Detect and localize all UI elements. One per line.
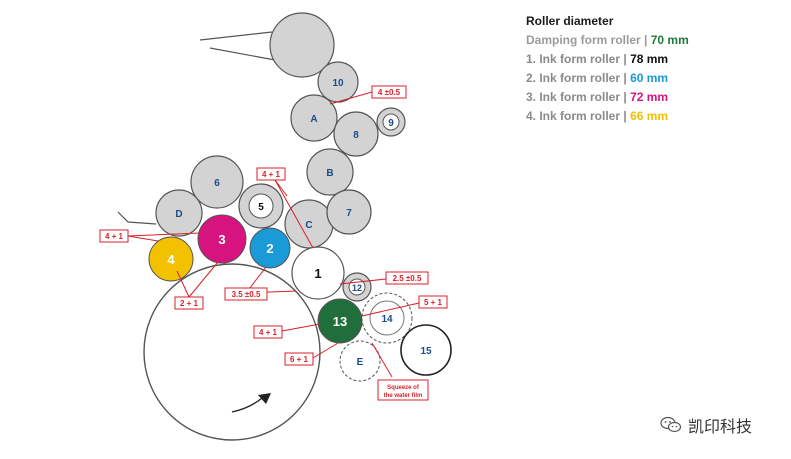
roller-label-7: 7 <box>346 208 352 219</box>
legend-value-ink-1: 78 mm <box>630 52 669 66</box>
legend-label-ink-4: 4. Ink form roller | <box>526 109 627 123</box>
roller-15 <box>400 324 452 376</box>
legend-value-damping: 70 mm <box>650 33 689 47</box>
ink-form-roller-1 <box>291 246 345 300</box>
roller-label-4: 4 <box>167 252 175 267</box>
dim-label-squeeze-line1: Squeeze of <box>387 385 420 391</box>
roller-label-9: 9 <box>388 118 394 129</box>
guide-line-left <box>117 211 157 225</box>
roller-label-C: C <box>305 220 312 231</box>
roller-labels: 10 A 8 9 B 6 5 D C 7 12 14 E 15 <box>175 78 432 368</box>
rotation-arrow-head <box>258 393 271 404</box>
roller-8 <box>333 111 379 157</box>
guide-line-top <box>199 31 273 41</box>
legend-value-ink-3: 72 mm <box>630 90 669 104</box>
dimension-labels: 4 ±0.5 4 + 1 4 + 1 2 + 1 3.5 ±0.5 2.5 ±0… <box>99 85 448 401</box>
roller-label-E: E <box>357 357 364 368</box>
dim-label-4p1-left: 4 + 1 <box>105 232 124 241</box>
legend-label-damping: Damping form roller | <box>526 33 648 47</box>
ink-form-roller-4 <box>148 236 194 282</box>
legend-row-ink-4: 4. Ink form roller | 66 mm <box>526 107 689 126</box>
roller-label-5: 5 <box>258 202 264 213</box>
legend-label-ink-1: 1. Ink form roller | <box>526 52 627 66</box>
legend-title: Roller diameter <box>526 14 614 28</box>
ink-roller-labels: 3 2 4 1 13 <box>167 232 347 329</box>
dim-label-5p1: 5 + 1 <box>424 298 443 307</box>
roller-label-13: 13 <box>333 314 347 329</box>
dim-label-6p1: 6 + 1 <box>290 355 309 364</box>
legend-label-ink-2: 2. Ink form roller | <box>526 71 627 85</box>
dim-label-2p1: 2 + 1 <box>180 299 199 308</box>
legend-label-ink-3: 3. Ink form roller | <box>526 90 627 104</box>
roller-5-inner <box>248 193 274 219</box>
watermark: 凯印科技 <box>660 413 752 437</box>
legend-row-ink-1: 1. Ink form roller | 78 mm <box>526 50 689 69</box>
legend-row-ink-3: 3. Ink form roller | 72 mm <box>526 88 689 107</box>
roller-label-12: 12 <box>352 283 362 293</box>
watermark-text: 凯印科技 <box>688 417 753 436</box>
roller-A <box>290 94 338 142</box>
leader-lines <box>127 91 420 378</box>
roller-label-1: 1 <box>314 266 321 281</box>
roller-label-6: 6 <box>214 178 220 189</box>
roller-label-15: 15 <box>420 346 432 357</box>
dim-label-25pm05: 2.5 ±0.5 <box>393 274 422 283</box>
roller-label-2: 2 <box>266 241 273 256</box>
roller-label-14: 14 <box>381 314 393 325</box>
legend-row-damping: Damping form roller | 70 mm <box>526 31 689 50</box>
dim-label-4p1-top: 4 + 1 <box>262 170 281 179</box>
guide-line-bottom <box>209 47 276 61</box>
damping-form-roller-13 <box>317 298 363 344</box>
roller-B <box>306 148 354 196</box>
roller-label-3: 3 <box>218 232 225 247</box>
roller-6 <box>190 155 244 209</box>
roller-label-B: B <box>326 168 333 179</box>
roller-diameter-legend: Roller diameter Damping form roller | 70… <box>526 12 689 126</box>
ink-form-roller-3 <box>197 214 247 264</box>
legend-value-ink-4: 66 mm <box>630 109 669 123</box>
rotation-arrow-curve <box>231 397 263 413</box>
roller-9-inner <box>382 113 400 131</box>
roller-D <box>155 189 203 237</box>
wechat-icon <box>660 416 682 433</box>
dim-label-4p1-right: 4 + 1 <box>259 328 278 337</box>
roller-E <box>339 340 381 382</box>
legend-value-ink-2: 60 mm <box>630 71 669 85</box>
roller-label-10: 10 <box>332 78 344 89</box>
legend-row-ink-2: 2. Ink form roller | 60 mm <box>526 69 689 88</box>
roller-label-A: A <box>310 114 317 125</box>
roller-14-inner <box>369 300 405 336</box>
dim-label-4pm05: 4 ±0.5 <box>378 88 401 97</box>
ink-form-roller-2 <box>249 227 291 269</box>
roller-7 <box>326 189 372 235</box>
dim-label-35pm05: 3.5 ±0.5 <box>232 290 261 299</box>
roller-label-D: D <box>175 209 182 220</box>
top-large-roller <box>269 12 335 78</box>
dim-label-squeeze-line2: the water film <box>384 393 423 399</box>
roller-label-8: 8 <box>353 130 359 141</box>
